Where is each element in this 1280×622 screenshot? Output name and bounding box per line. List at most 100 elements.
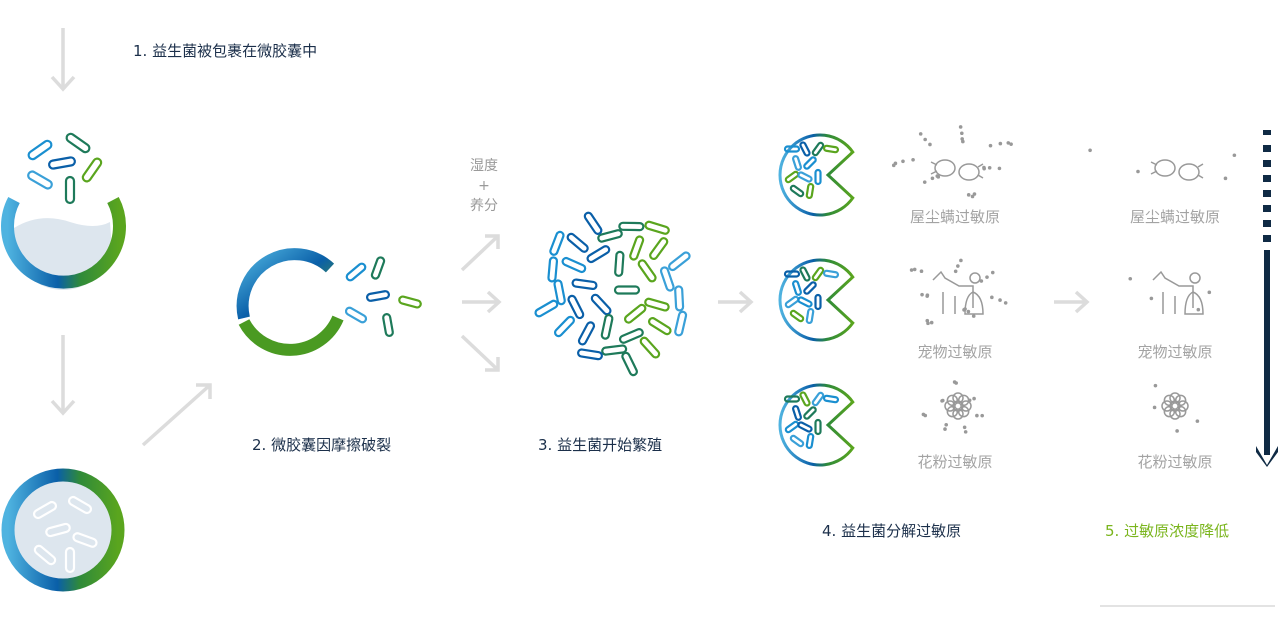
bacterium-icon bbox=[789, 309, 805, 323]
bacterium-icon bbox=[803, 156, 817, 170]
bacterium-icon bbox=[649, 237, 669, 261]
bacterium-icon bbox=[814, 293, 822, 311]
bacterium-icon bbox=[822, 269, 840, 279]
bacterium-icon bbox=[805, 432, 815, 450]
divider bbox=[1100, 605, 1275, 607]
bacterium-icon bbox=[586, 245, 611, 264]
bacterium-icon bbox=[803, 406, 817, 420]
bacterium-icon bbox=[647, 317, 672, 336]
allergen-particle bbox=[960, 131, 964, 136]
bacterium-icon bbox=[822, 144, 840, 154]
probiotic-pacman bbox=[778, 258, 855, 342]
allergen-particle bbox=[893, 161, 898, 166]
allergen-particle bbox=[919, 269, 924, 273]
bacterium-icon bbox=[805, 182, 815, 200]
bacterium-icon bbox=[811, 391, 825, 407]
allergen-particle bbox=[975, 413, 979, 418]
arrow-right-2 bbox=[718, 290, 754, 314]
bacterium-icon bbox=[613, 285, 641, 295]
bacterium-icon bbox=[674, 310, 688, 337]
allergen-particle bbox=[958, 125, 963, 129]
bacterium-icon bbox=[27, 139, 53, 161]
bacterium-icon bbox=[571, 278, 598, 291]
bacterium-icon bbox=[32, 500, 58, 520]
bacterium-icon bbox=[797, 421, 813, 433]
allergen-particle bbox=[909, 268, 914, 272]
bacterium-icon bbox=[382, 313, 394, 337]
allergen-particle bbox=[966, 309, 971, 314]
allergen-particle bbox=[1175, 429, 1179, 433]
bacterium-icon bbox=[561, 256, 587, 274]
allergen-pollen-before: 花粉过敏原 bbox=[917, 453, 993, 471]
allergen-particle bbox=[998, 141, 1003, 146]
bacterium-icon bbox=[344, 306, 368, 324]
bacterium-icon bbox=[618, 221, 645, 232]
bacterium-icon bbox=[659, 266, 675, 292]
bacterium-icon bbox=[590, 293, 612, 316]
bacterium-icon bbox=[553, 315, 575, 338]
nutrients-text: 养分 bbox=[470, 198, 498, 214]
bacterium-icon bbox=[553, 279, 566, 306]
plus-text: + bbox=[478, 178, 490, 194]
allergen-particle bbox=[960, 137, 964, 141]
allergen-particle bbox=[954, 381, 958, 385]
allergen-particle bbox=[925, 293, 930, 297]
allergen-particle bbox=[961, 139, 965, 144]
bacterium-icon bbox=[577, 321, 596, 346]
bacterium-icon bbox=[345, 262, 367, 282]
allergen-particle bbox=[911, 157, 915, 162]
allergen-particle bbox=[1003, 301, 1008, 305]
allergen-particle bbox=[982, 166, 986, 171]
bacterium-icon bbox=[792, 405, 802, 421]
bacterium-icon bbox=[668, 251, 691, 272]
bacterium-icon bbox=[27, 170, 53, 190]
allergen-pet-after: 宠物过敏原 bbox=[1137, 343, 1213, 361]
allergen-particle bbox=[925, 318, 930, 323]
allergen-particle bbox=[1088, 148, 1092, 153]
allergen-particle bbox=[1009, 142, 1013, 146]
allergen-particle bbox=[997, 166, 1002, 171]
bacterium-icon bbox=[783, 270, 801, 278]
probiotic-pacman bbox=[778, 383, 855, 467]
bacterium-icon bbox=[805, 307, 815, 325]
bacterium-icon bbox=[597, 229, 623, 243]
bacterium-icon bbox=[549, 230, 565, 256]
allergen-particle bbox=[944, 422, 949, 427]
allergen-particle bbox=[941, 398, 945, 403]
allergen-particle bbox=[980, 413, 984, 418]
allergen-particle bbox=[1207, 290, 1212, 295]
bacterium-icon bbox=[803, 281, 817, 295]
arrow-diagonal bbox=[141, 383, 212, 447]
bacterium-icon bbox=[811, 266, 825, 282]
bacterium-icon bbox=[797, 296, 813, 308]
bacterium-icon bbox=[792, 280, 802, 296]
bacterium-icon bbox=[577, 348, 604, 361]
allergen-particle bbox=[987, 165, 992, 170]
allergen-particle bbox=[901, 159, 905, 164]
allergen-particle bbox=[990, 270, 995, 275]
bacterium-icon bbox=[799, 141, 811, 157]
allergen-particle bbox=[920, 292, 924, 297]
bacterium-icon bbox=[600, 313, 614, 340]
allergen-dust-mite-after: 屋尘螨过敏原 bbox=[1129, 208, 1221, 226]
bacterium-icon bbox=[644, 220, 670, 235]
bacterium-icon bbox=[784, 420, 800, 434]
bacterium-icon bbox=[534, 299, 559, 318]
probiotic-pacman bbox=[778, 133, 855, 217]
allergen-particle bbox=[971, 314, 976, 318]
bacterium-icon bbox=[48, 156, 76, 170]
bacterium-icon bbox=[45, 522, 71, 538]
closed-capsule bbox=[1, 468, 125, 592]
arrow-down-right bbox=[460, 334, 500, 372]
bacterium-icon bbox=[822, 394, 840, 404]
allergen-particle bbox=[912, 267, 917, 272]
bacterium-icon bbox=[789, 434, 805, 448]
bacterium-icon bbox=[674, 285, 685, 312]
allergen-particle bbox=[928, 142, 932, 147]
bacterium-icon bbox=[366, 290, 390, 302]
allergen-particle bbox=[988, 143, 993, 148]
bacterium-icon bbox=[797, 171, 813, 183]
arrow-right-3 bbox=[1054, 290, 1090, 314]
allergen-particle bbox=[1152, 405, 1157, 410]
